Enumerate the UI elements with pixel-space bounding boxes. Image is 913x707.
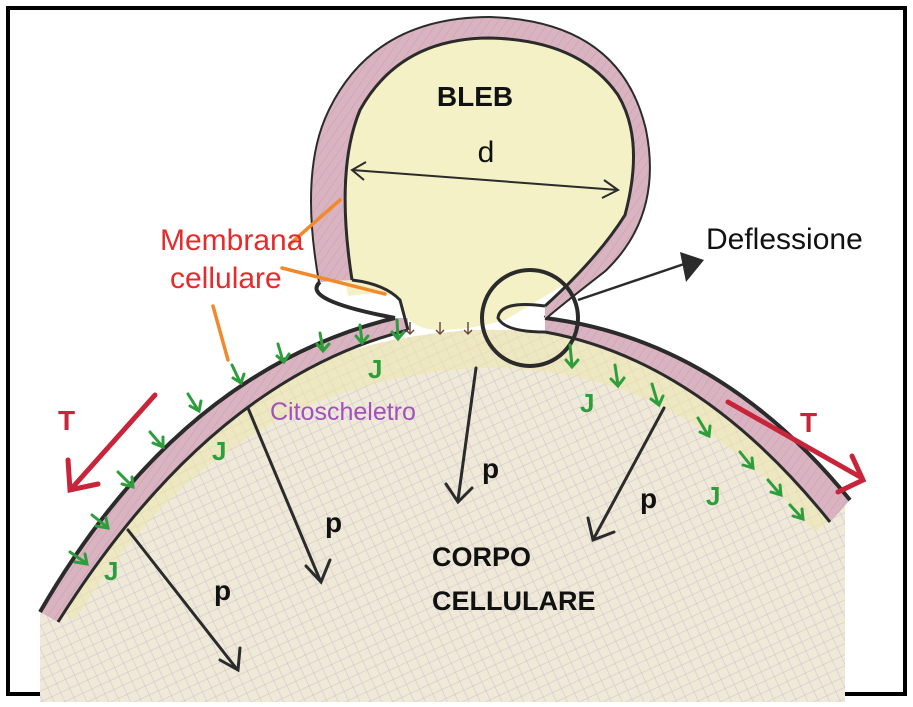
tension-label-right: T	[800, 407, 817, 438]
cell-body	[30, 320, 860, 702]
cytoskeleton-label: Citoscheletro	[270, 398, 416, 426]
junction-label-4: J	[706, 481, 720, 511]
junction-label-1: J	[368, 354, 382, 384]
tension-label-left: T	[58, 405, 75, 436]
membrane-label-line1: Membrana	[160, 224, 304, 257]
cell-body-label-line2: CELLULARE	[432, 586, 596, 616]
cell-body-label-line1: CORPO	[432, 542, 531, 572]
junction-label-3: J	[580, 388, 594, 418]
membrane-label-line2: cellulare	[170, 262, 282, 295]
junction-label-2: J	[212, 436, 226, 466]
pressure-label-center: p	[482, 453, 499, 484]
pressure-label-left: p	[214, 575, 231, 606]
diameter-label: d	[478, 136, 495, 169]
bleb	[312, 18, 649, 332]
junction-label-5: J	[104, 556, 118, 586]
pressure-label-right: p	[640, 483, 657, 514]
bleb-label: BLEB	[437, 81, 513, 112]
deflection-label: Deflessione	[706, 223, 863, 256]
pressure-label-mid: p	[325, 507, 342, 538]
deflection-arrowhead	[680, 252, 704, 282]
